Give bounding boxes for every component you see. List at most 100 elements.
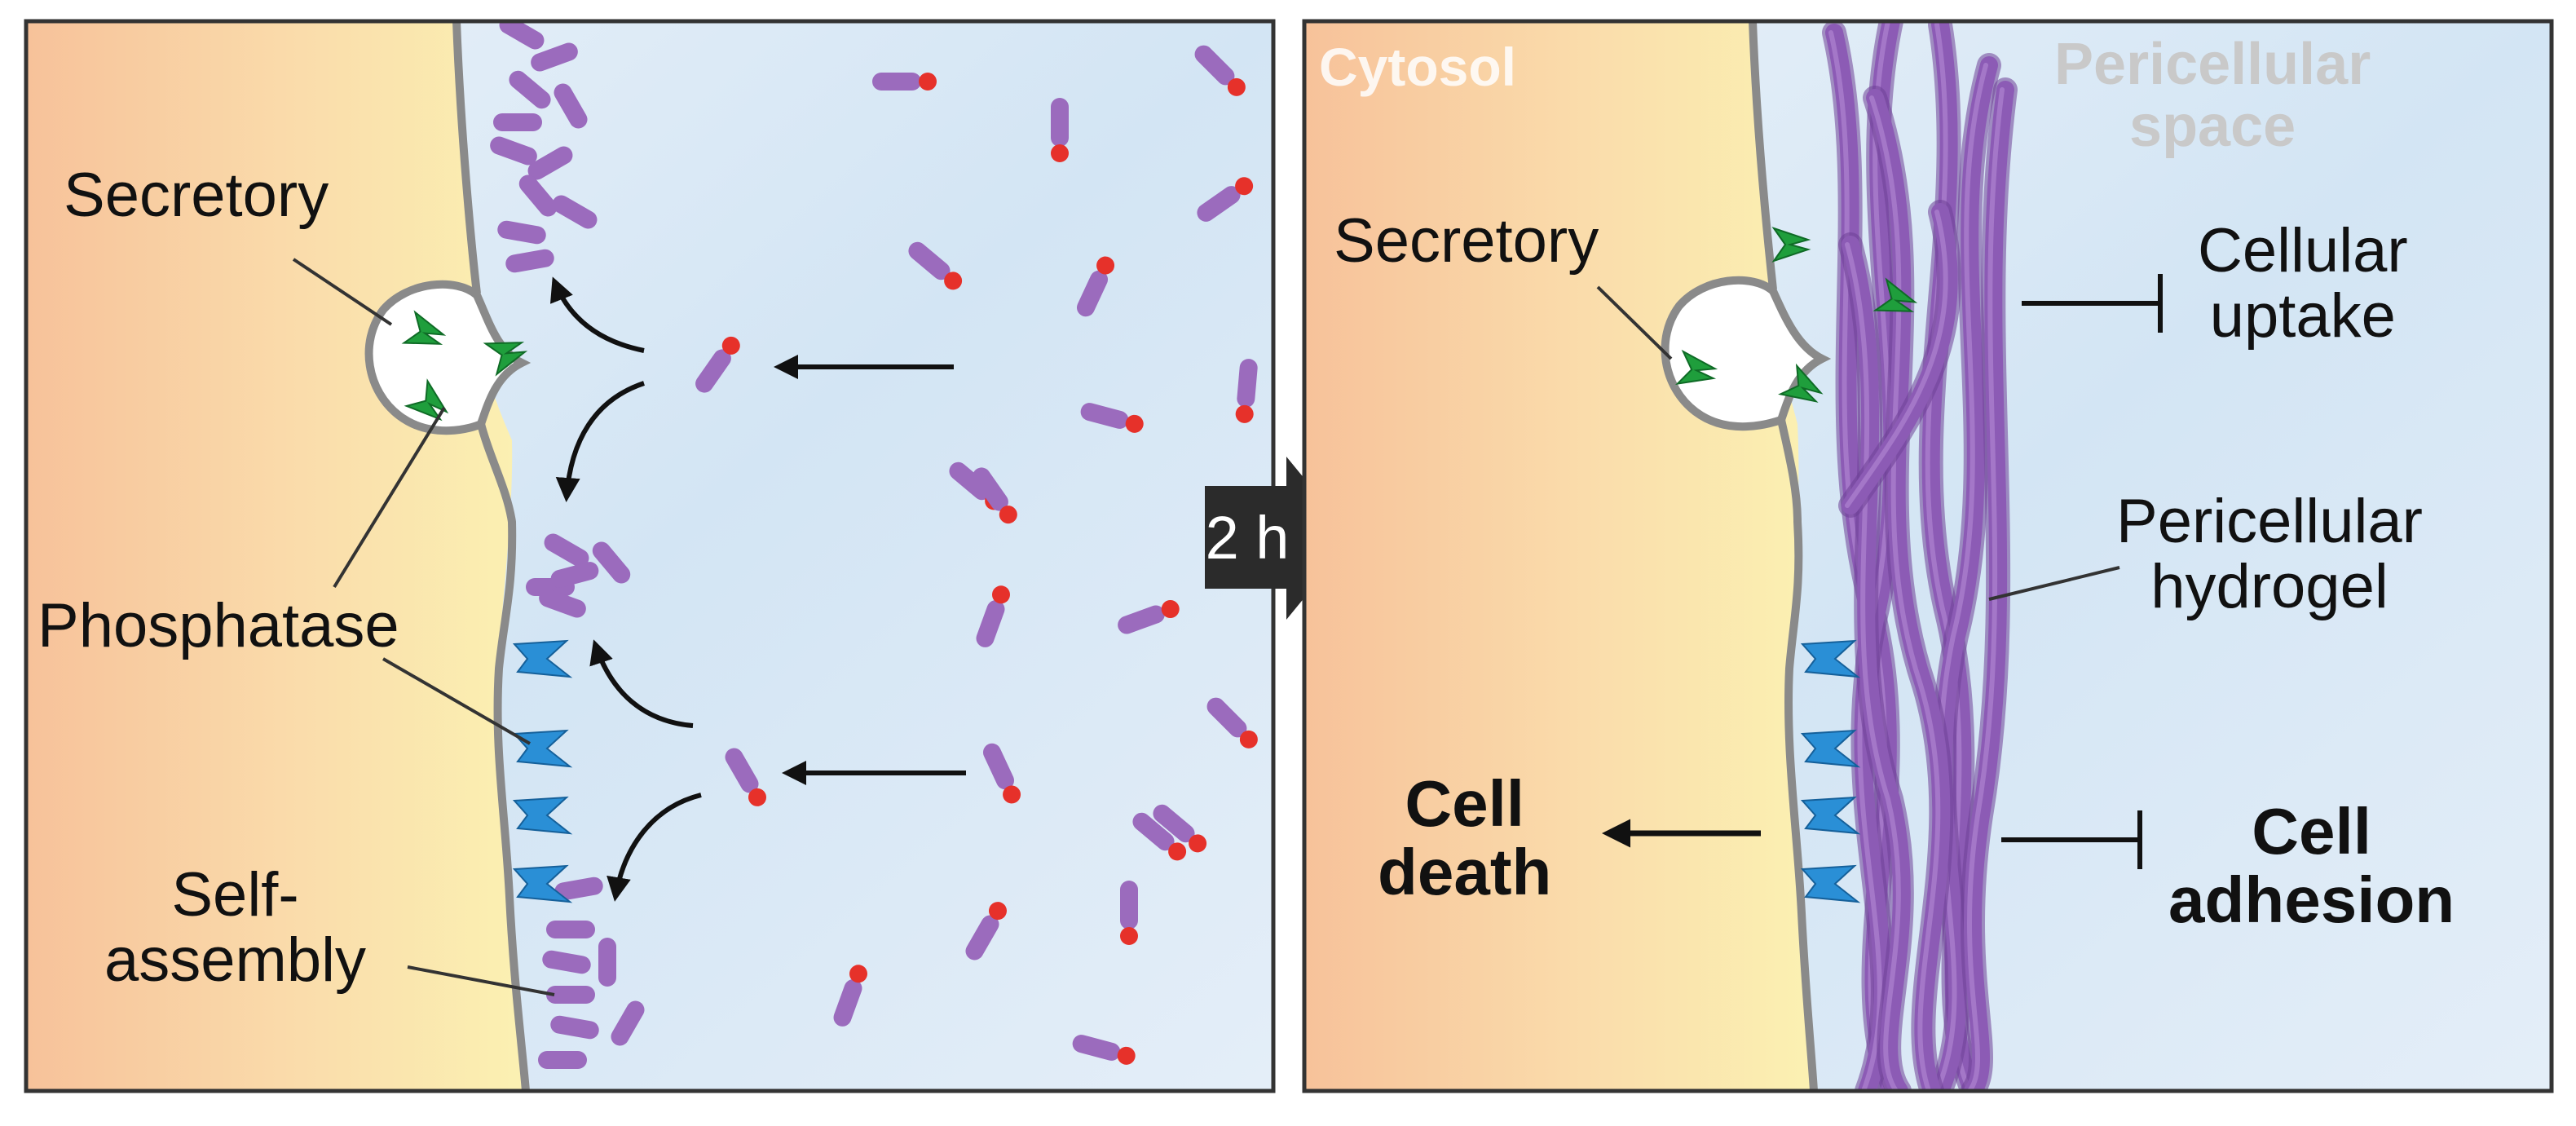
peptide	[499, 21, 545, 50]
membrane-phosphatase	[512, 729, 573, 768]
phosphopeptide	[965, 902, 1007, 960]
enzymes-right	[1675, 227, 1918, 903]
phosphatase-label: Phosphatase	[37, 591, 399, 660]
phosphopeptide	[908, 241, 963, 290]
time-badge: 2 h	[1205, 503, 1290, 572]
pericellular-hydrogel-label: Pericellular hydrogel	[2116, 489, 2423, 620]
membrane-phosphatase	[512, 639, 573, 678]
phosphopeptide	[695, 336, 740, 393]
membrane-phosphatase	[512, 796, 573, 835]
cytosol-label: Cytosol	[1319, 37, 1517, 97]
secretory-phosphatase	[1771, 227, 1811, 263]
cellular-uptake-line-2: uptake	[2209, 280, 2396, 351]
peptide	[509, 70, 551, 109]
peptide	[598, 938, 616, 987]
inhibit-uptake-symbol	[2022, 274, 2163, 333]
cell-death-line-2: death	[1378, 836, 1552, 908]
enzymes	[401, 310, 573, 903]
phosphopeptide	[1080, 403, 1144, 433]
phosphopeptide	[725, 748, 766, 806]
phosphopeptide	[1120, 881, 1138, 945]
phosphopeptide	[1076, 256, 1115, 317]
peptide	[538, 1051, 587, 1069]
cytosol-region-right	[1304, 21, 1814, 1091]
membrane-phosphatase	[1800, 639, 1861, 678]
membrane-phosphatase	[512, 864, 573, 903]
peptide	[550, 562, 599, 588]
peptide	[518, 174, 558, 217]
secretory-vesicle-right	[1661, 276, 1832, 431]
assembled-peptides-top	[490, 21, 645, 1069]
membrane-phosphatase	[1800, 796, 1861, 835]
membrane-phosphatase	[1800, 729, 1861, 768]
secretory-label: Secretory	[64, 161, 329, 230]
left-panel	[26, 21, 1273, 1091]
cell-membrane	[452, 21, 530, 1091]
peptide	[539, 589, 586, 618]
peptide	[505, 249, 554, 273]
curved-arrow-4	[607, 793, 702, 902]
cellular-uptake-label: Cellular uptake	[2198, 219, 2408, 349]
secretory-phosphatase	[1872, 277, 1918, 312]
cell-membrane-right	[1749, 21, 1818, 1091]
secretory-phosphatase	[404, 378, 449, 422]
phosphopeptide	[1153, 804, 1207, 853]
membrane-phosphatase	[1800, 864, 1861, 903]
phosphopeptide	[1235, 359, 1258, 423]
phosphopeptide	[1197, 177, 1254, 222]
phosphopeptide	[973, 467, 1017, 524]
secretory-phosphatase	[1778, 363, 1824, 403]
secretory-phosphatase	[483, 342, 528, 377]
peptide	[552, 195, 598, 229]
self-assembly-line-1: Self-	[171, 860, 299, 930]
peptide	[550, 1015, 599, 1040]
cell-death-label: Cell death	[1378, 770, 1551, 907]
peptide	[542, 950, 591, 974]
cell-death-line-1: Cell	[1405, 767, 1525, 840]
peptide	[554, 83, 588, 129]
cellular-uptake-line-1: Cellular	[2198, 216, 2408, 285]
cell-adhesion-line-2: adhesion	[2168, 863, 2455, 936]
phosphopeptide	[982, 743, 1021, 804]
peptide	[546, 986, 595, 1004]
secretory-phosphatase	[401, 310, 447, 345]
phosphopeptide	[976, 585, 1010, 647]
pericellular-space-label: Pericellular space	[2054, 32, 2371, 159]
peptide	[490, 136, 537, 166]
pericellular-hydrogel-fibers	[1822, 21, 2018, 1091]
inhibit-adhesion-symbol	[2001, 810, 2142, 869]
right-panel-border	[1302, 19, 2554, 1093]
cell-adhesion-line-1: Cell	[2252, 795, 2371, 868]
phosphopeptide	[872, 73, 937, 91]
phosphopeptide	[833, 965, 867, 1027]
free-peptides	[695, 45, 1258, 1065]
peptide	[592, 541, 631, 584]
secretory-phosphatase	[1675, 349, 1718, 385]
peptide	[554, 877, 603, 901]
pericellular-space-line-1: Pericellular	[2054, 32, 2371, 97]
peptide	[531, 42, 578, 72]
peptide	[546, 921, 595, 938]
peptide	[497, 220, 546, 245]
pericellular-hydrogel-line-2: hydrogel	[2150, 551, 2389, 621]
peptide	[493, 113, 542, 131]
phosphopeptide	[1206, 697, 1258, 748]
self-assembly-line-2: assembly	[104, 925, 366, 995]
phosphopeptide	[1118, 600, 1180, 634]
pericellular-space-line-2: space	[2129, 93, 2296, 159]
phosphopeptide	[1072, 1035, 1136, 1065]
cell-adhesion-label: Cell adhesion	[2168, 797, 2455, 934]
curved-arrow-3	[589, 639, 694, 728]
phosphopeptide	[1051, 98, 1069, 162]
phosphopeptide	[1194, 45, 1246, 96]
curved-arrow-1	[550, 276, 645, 353]
peptide	[527, 146, 573, 180]
right-panel	[1304, 21, 2552, 1091]
self-assembly-label: Self- assembly	[104, 863, 366, 993]
cytosol-region	[26, 21, 526, 1091]
peptide	[544, 533, 589, 567]
secretory-label-right: Secretory	[1334, 206, 1599, 276]
curved-arrow-2	[555, 381, 645, 502]
